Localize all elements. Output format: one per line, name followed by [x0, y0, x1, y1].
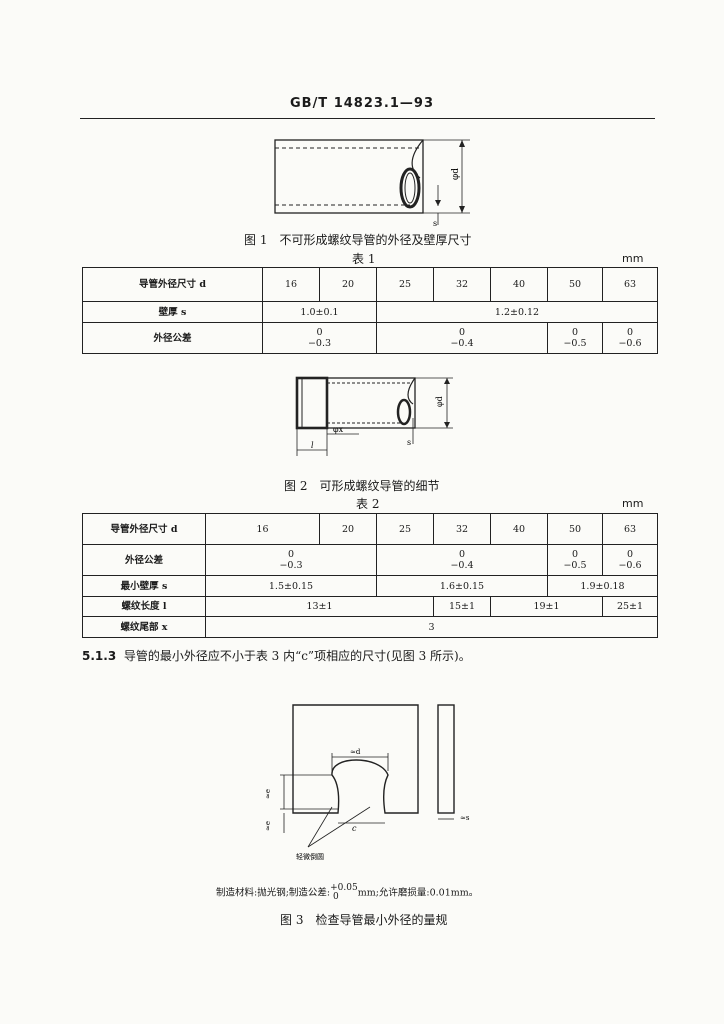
figure-3-drawing: ≈d ≈e ≈e c ≈s 轻微倒圆	[264, 704, 470, 861]
cell: 0−0.3	[262, 322, 377, 354]
table-2-row-wall: 最小壁厚 s 1.5±0.15 1.6±0.15 1.9±0.18	[82, 575, 658, 597]
row-label: 导管外径尺寸 d	[82, 267, 263, 302]
fig2-label-s: s	[407, 438, 411, 447]
figure-1-caption: 图 1 不可形成螺纹导管的外径及壁厚尺寸	[244, 233, 472, 247]
note-tol-upper: +0.05	[330, 883, 358, 893]
tol-lower: −0.3	[279, 560, 303, 571]
fig3-label-top: ≈d	[350, 748, 361, 756]
fig3-label-s: ≈s	[460, 814, 470, 822]
cell: 1.5±0.15	[205, 575, 377, 597]
tol-upper: 0	[626, 327, 634, 338]
cell: 0−0.6	[602, 322, 658, 354]
figure-2-drawing: φd l φx s	[295, 376, 453, 456]
table-2-row-thread-tail: 螺纹尾部 x 3	[82, 616, 658, 638]
tol-upper: 0	[458, 549, 466, 560]
fig3-label-e2: ≈e	[264, 821, 272, 831]
cell: 50	[547, 267, 603, 302]
fig3-label-c: c	[352, 824, 357, 833]
cell: 0−0.4	[376, 322, 548, 354]
cell: 20	[319, 513, 377, 545]
cell: 0−0.5	[547, 322, 603, 354]
tol-upper: 0	[316, 327, 323, 338]
row-label: 螺纹尾部 x	[82, 616, 206, 638]
cell: 19±1	[490, 596, 603, 617]
tol-lower: −0.5	[563, 338, 587, 349]
cell: 1.2±0.12	[376, 301, 658, 323]
cell: 63	[602, 513, 658, 545]
table-1-row-tolerance: 外径公差 0−0.3 0−0.4 0−0.5 0−0.6	[82, 322, 658, 354]
cell: 0−0.4	[376, 544, 548, 576]
note-prefix: 制造材料:抛光钢;制造公差:	[216, 887, 331, 899]
cell: 32	[433, 267, 491, 302]
tol-lower: −0.6	[618, 560, 642, 571]
cell: 40	[490, 513, 548, 545]
tol-lower: −0.5	[563, 560, 587, 571]
table-2-row-diameter: 导管外径尺寸 d 16 20 25 32 40 50 63	[82, 513, 658, 545]
tol-upper: 0	[571, 549, 579, 560]
table-1: 导管外径尺寸 d 16 20 25 32 40 50 63 壁厚 s 1.0±0…	[82, 267, 658, 354]
note-tol-lower: 0	[332, 892, 339, 902]
cell: 32	[433, 513, 491, 545]
figure-3-caption: 图 3 检查导管最小外径的量规	[280, 913, 448, 927]
table-2-unit: mm	[622, 497, 644, 510]
row-label: 最小壁厚 s	[82, 575, 206, 597]
tol-upper: 0	[458, 327, 466, 338]
cell: 20	[319, 267, 377, 302]
table-1-title: 表 1	[352, 252, 376, 266]
cell: 13±1	[205, 596, 434, 617]
fig3-label-e1: ≈e	[264, 789, 272, 799]
tol-upper: 0	[626, 549, 634, 560]
cell: 0−0.3	[205, 544, 377, 576]
cell: 25	[376, 267, 434, 302]
clause-number: 5.1.3	[82, 649, 117, 663]
tol-lower: −0.3	[307, 338, 332, 349]
cell: 1.9±0.18	[547, 575, 658, 597]
table-2-row-tolerance: 外径公差 0−0.3 0−0.4 0−0.5 0−0.6	[82, 544, 658, 576]
cell: 50	[547, 513, 603, 545]
figure-1-drawing: φd s	[274, 139, 470, 228]
cell: 63	[602, 267, 658, 302]
cell: 16	[262, 267, 320, 302]
table-1-row-wall: 壁厚 s 1.0±0.1 1.2±0.12	[82, 301, 658, 323]
header-rule	[80, 118, 655, 119]
row-label: 导管外径尺寸 d	[82, 513, 206, 545]
cell: 16	[205, 513, 320, 545]
row-label: 外径公差	[82, 544, 206, 576]
fig1-label-d: φd	[451, 168, 461, 180]
clause-text: 导管的最小外径应不小于表 3 内“c”项相应的尺寸(见图 3 所示)。	[123, 649, 471, 663]
cell: 3	[205, 616, 658, 638]
fig3-label-edge: 轻微倒圆	[296, 852, 324, 861]
fig2-label-d: φd	[435, 396, 444, 407]
fig2-label-x: φx	[333, 425, 344, 434]
tol-lower: −0.6	[618, 338, 642, 349]
row-label: 螺纹长度 l	[82, 596, 206, 617]
row-label: 壁厚 s	[82, 301, 263, 323]
tol-upper: 0	[571, 327, 579, 338]
cell: 25±1	[602, 596, 658, 617]
clause-5-1-3: 5.1.3 导管的最小外径应不小于表 3 内“c”项相应的尺寸(见图 3 所示)…	[82, 647, 471, 664]
table-1-unit: mm	[622, 252, 644, 265]
cell: 40	[490, 267, 548, 302]
cell: 15±1	[433, 596, 491, 617]
fig1-label-s: s	[433, 219, 437, 228]
cell: 0−0.6	[602, 544, 658, 576]
row-label: 外径公差	[82, 322, 263, 354]
cell: 25	[376, 513, 434, 545]
cell: 0−0.5	[547, 544, 603, 576]
cell: 1.0±0.1	[262, 301, 377, 323]
fig2-label-l: l	[311, 441, 314, 450]
table-2-row-thread-length: 螺纹长度 l 13±1 15±1 19±1 25±1	[82, 596, 658, 617]
table-2: 导管外径尺寸 d 16 20 25 32 40 50 63 外径公差 0−0.3…	[82, 513, 658, 638]
tol-lower: −0.4	[450, 560, 474, 571]
cell: 1.6±0.15	[376, 575, 548, 597]
table-2-title: 表 2	[356, 497, 380, 511]
note-tolerance: +0.05 0	[330, 884, 358, 902]
page-header: GB/T 14823.1—93	[289, 96, 435, 111]
note-suffix: mm;允许磨损量:0.01mm。	[357, 887, 479, 899]
figure-2-caption: 图 2 可形成螺纹导管的细节	[284, 479, 440, 493]
tol-lower: −0.4	[450, 338, 474, 349]
tol-upper: 0	[287, 549, 295, 560]
table-1-row-diameter: 导管外径尺寸 d 16 20 25 32 40 50 63	[82, 267, 658, 302]
